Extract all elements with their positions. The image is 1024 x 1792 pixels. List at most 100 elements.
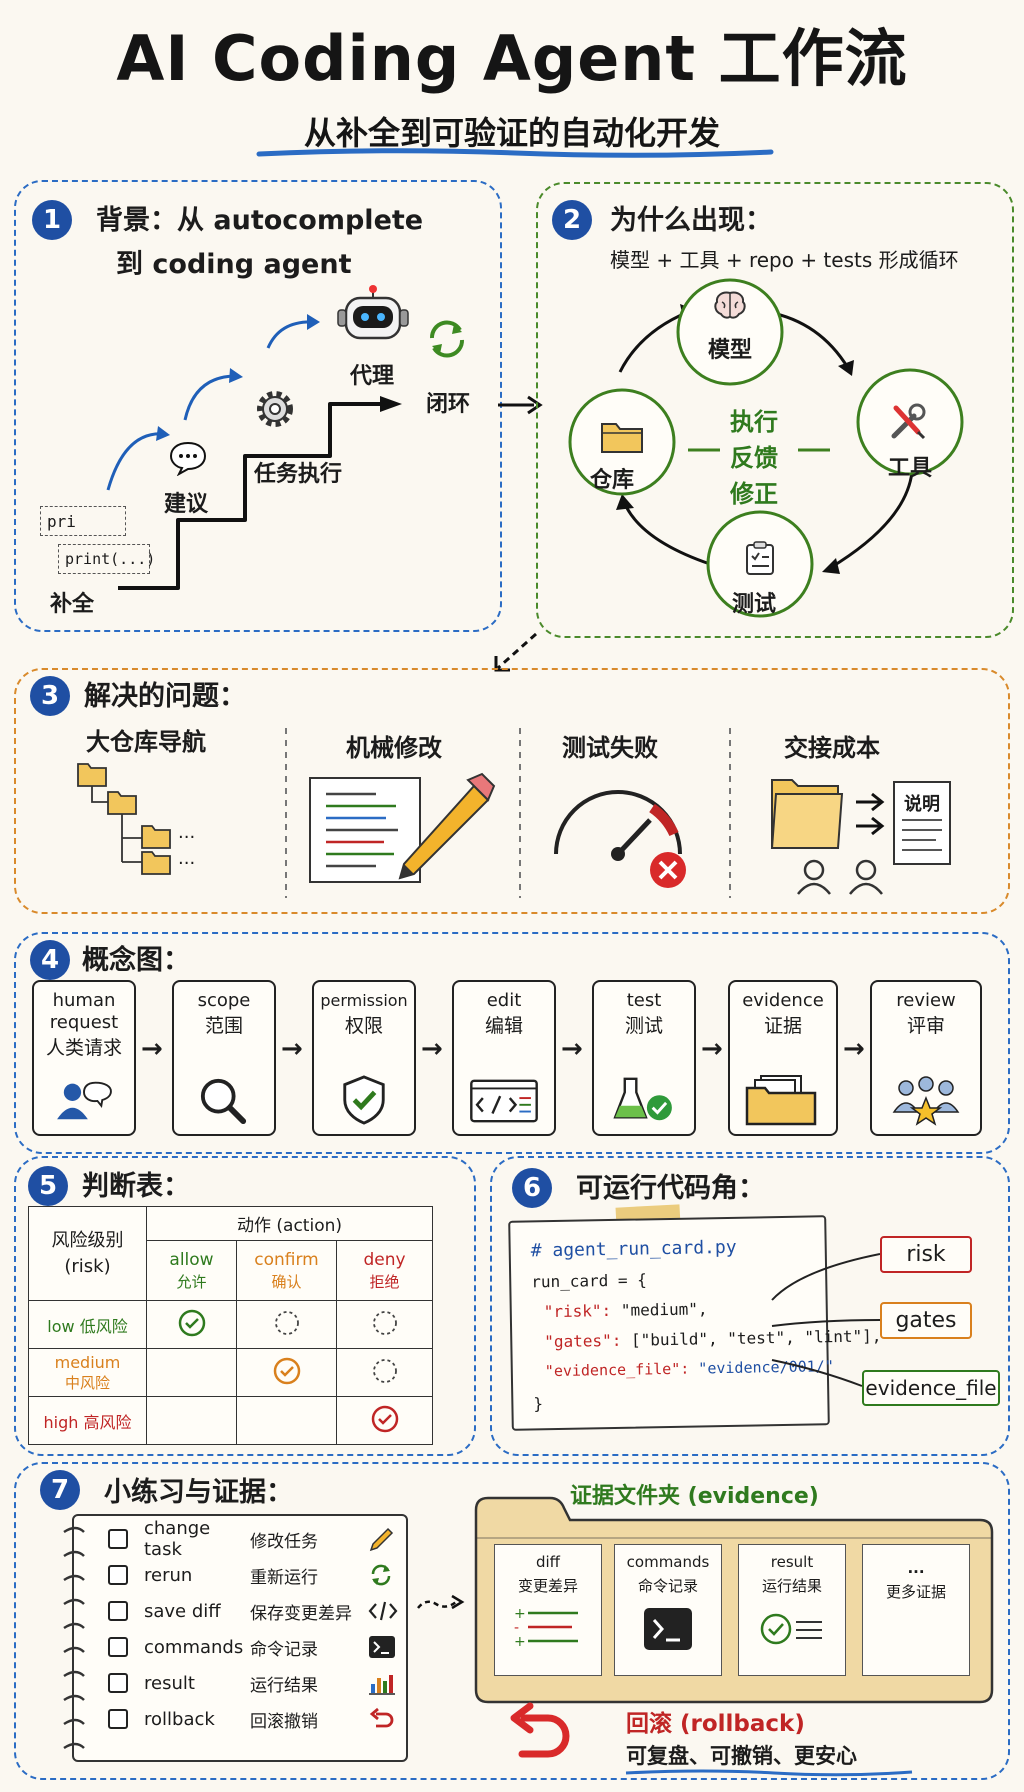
flow-step-scope: scope 范围 [172,980,276,1136]
flow-arrow: → [561,1034,583,1064]
empty-circle-icon [274,1310,299,1335]
checkbox[interactable] [108,1673,128,1693]
divider [519,728,521,898]
check-circle-icon [371,1405,398,1432]
risk-row-label-low: low 低风险 [28,1300,147,1349]
code-gates-key: "gates": [544,1330,622,1352]
checklist-item[interactable]: change task 修改任务 [108,1518,394,1560]
cell-medium-allow [146,1348,237,1397]
clipboard-check-icon [746,541,774,575]
checkbox[interactable] [108,1709,128,1729]
magnifier-icon [200,1078,247,1125]
rollback-arrow-icon [510,1702,570,1758]
problem-mechanical-edits: 机械修改 [346,734,442,762]
flow-step-human-request: human request 人类请求 [32,980,136,1136]
svg-text:+: + [514,1606,526,1622]
tag-evidence-file: evidence_file [862,1370,1000,1406]
problem-test-failures: 测试失败 [562,734,658,762]
arrow-to-section-3 [494,632,538,672]
flow-step-en: review [896,990,956,1011]
action-en: allow [169,1249,214,1270]
problem-repo-navigation: 大仓库导航 [86,728,206,756]
bar-chart-icon [369,1675,395,1695]
empty-circle-icon [372,1310,397,1335]
flow-step-en: edit [486,990,522,1011]
panel-background [14,1156,476,1456]
flow-arrow: → [843,1034,865,1064]
checkbox[interactable] [108,1565,128,1585]
risk-header-en: (risk) [64,1255,111,1277]
checklist-zh: 回滚撤销 [250,1711,318,1732]
snippet-pri: pri [40,506,126,536]
refresh-icon [371,1564,391,1586]
checklist-en: result [144,1672,195,1694]
section-7-badge: 7 [40,1470,80,1510]
panel-background [14,668,1010,914]
flow-step-review: review 评审 [870,980,982,1136]
evidence-en: result [770,1553,814,1571]
divider [285,728,287,898]
checklist-item[interactable]: result 运行结果 [108,1668,396,1698]
risk-header-cell: 风险级别 (risk) [28,1206,147,1301]
rollback-subtitle: 可复盘、可撤销、更安心 [626,1744,857,1768]
step-agent-label: 代理 [350,364,395,389]
flow-step-en: evidence [742,990,824,1011]
action-header: 动作 (action) [146,1206,433,1241]
section-7-title: 小练习与证据： [104,1477,293,1508]
risk-header: 风险级别 [51,1229,124,1251]
code-risk-line: "risk": "medium", [544,1299,708,1321]
action-confirm-header: confirm 确认 [236,1240,337,1301]
cell-medium-deny [336,1348,433,1397]
tree-ellipsis: ... [178,822,196,843]
checkbox[interactable] [108,1601,128,1621]
checkbox[interactable] [108,1637,128,1657]
team-star-icon [892,1076,960,1126]
checkbox[interactable] [108,1529,128,1549]
center-feedback: 反馈 [730,444,778,472]
checklist-zh: 保存变更差异 [250,1603,352,1624]
action-zh: 拒绝 [369,1272,400,1291]
risk-zh: 低风险 [79,1316,128,1336]
section-1-title-line2: 到 coding agent [116,249,352,280]
folder-stack-icon [745,1075,817,1126]
person-chat-icon [57,1081,112,1120]
robot-icon [337,285,409,340]
code-comment: # agent_run_card.py [530,1236,737,1262]
node-repo-label: 仓库 [590,468,635,493]
svg-text:+: + [514,1634,526,1650]
flow-arrow: → [701,1034,723,1064]
evidence-card-diff: diff 变更差异 + - + [494,1544,602,1676]
cell-high-deny [336,1396,433,1445]
terminal-icon [369,1636,395,1658]
panel-background [14,1462,1010,1780]
checklist-item[interactable]: commands 命令记录 [108,1632,396,1662]
code-open: run_card = { [531,1270,648,1292]
arrow-to-evidence [417,1594,465,1610]
cell-high-confirm [236,1396,337,1445]
flow-step-permission: permission 权限 [312,980,416,1136]
step-suggest-label: 建议 [164,492,209,517]
subtitle-underline [256,148,774,158]
risk-en: medium [54,1352,121,1372]
action-en: confirm [254,1249,319,1270]
page-title: AI Coding Agent 工作流 [116,22,908,95]
tag-risk: risk [880,1236,972,1273]
section-3-title: 解决的问题： [84,681,246,712]
connector-lines [771,1253,880,1387]
staircase-diagram [106,314,402,590]
evidence-en: ... [907,1559,925,1577]
panel-background [490,1156,1010,1456]
section-2-subtitle: 模型 + 工具 + repo + tests 形成循环 [610,248,959,272]
brain-icon [714,291,746,319]
checklist-item[interactable]: rerun 重新运行 [108,1560,394,1590]
arrow-to-section-2 [498,395,543,415]
checklist-item[interactable]: rollback 回滚撤销 [108,1704,394,1734]
node-tools-label: 工具 [888,456,933,481]
center-execute: 执行 [730,408,778,436]
pencil-icon [369,1527,394,1552]
node-model-label: 模型 [708,338,753,363]
evidence-zh: 运行结果 [761,1577,822,1595]
checklist-item[interactable]: save diff 保存变更差异 [108,1596,398,1626]
code-risk-value: "medium", [620,1299,708,1320]
risk-zh: 中风险 [64,1373,110,1392]
